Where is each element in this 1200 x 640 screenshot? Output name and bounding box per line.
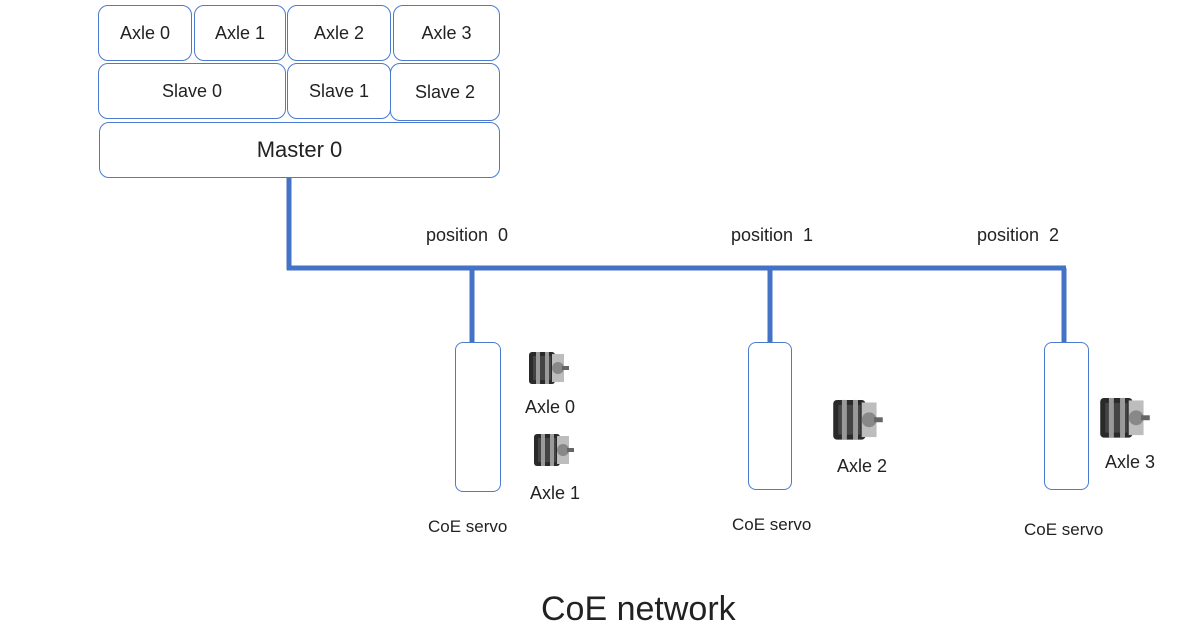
servo-2-box	[1044, 342, 1089, 490]
stepper-motor-icon	[1100, 397, 1150, 438]
position-2-label: position 2	[977, 225, 1060, 245]
motor-axle-0-label: Axle 0	[525, 397, 576, 417]
motor-axle-3-label: Axle 3	[1105, 452, 1156, 472]
servo-0-box	[455, 342, 501, 492]
slave-0-box: Slave 0	[98, 63, 286, 119]
stepper-motor-icon	[529, 352, 569, 384]
motor-axle-1-label: Axle 1	[530, 483, 581, 503]
axle-2-box: Axle 2	[287, 5, 391, 61]
servo-1-box	[748, 342, 792, 490]
position-1-label: position 1	[731, 225, 814, 245]
axle-1-box: Axle 1	[194, 5, 286, 61]
position-0-label: position 0	[426, 225, 509, 245]
slave-2-box: Slave 2	[390, 63, 500, 121]
servo-2-label: CoE servo	[1024, 520, 1104, 539]
axle-0-box: Axle 0	[98, 5, 192, 61]
master-0-box: Master 0	[99, 122, 500, 178]
stepper-motor-icon	[534, 434, 574, 466]
servo-1-label: CoE servo	[732, 515, 812, 534]
slave-1-box: Slave 1	[287, 63, 391, 119]
motor-axle-2-label: Axle 2	[837, 456, 888, 476]
stepper-motor-icon	[833, 399, 883, 440]
diagram-title: CoE network	[541, 590, 736, 628]
axle-3-box: Axle 3	[393, 5, 500, 61]
servo-0-label: CoE servo	[428, 517, 508, 536]
